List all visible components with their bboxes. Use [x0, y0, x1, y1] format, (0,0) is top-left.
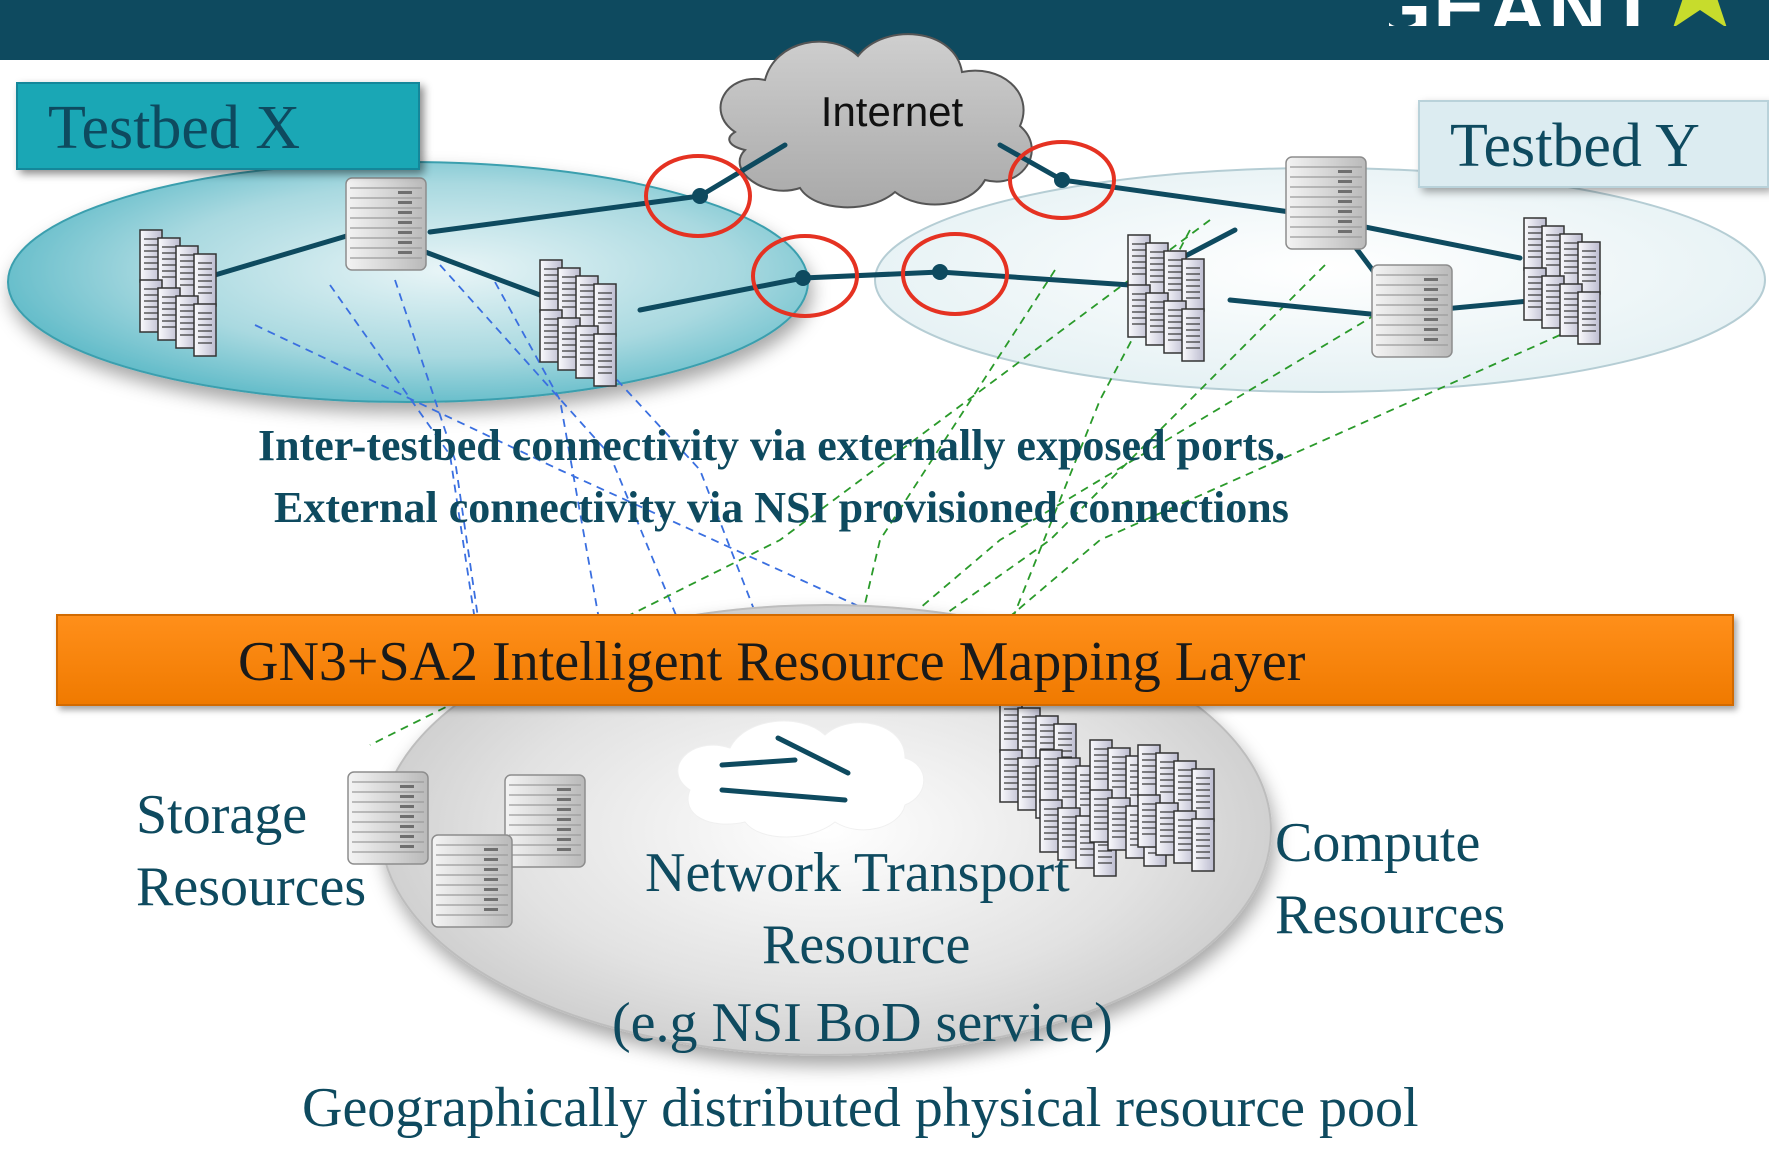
- compute-label-line-1: Compute: [1275, 812, 1481, 874]
- mapping-layer-label: GN3+SA2 Intelligent Resource Mapping Lay…: [238, 631, 1306, 693]
- junction-dots: [692, 172, 1070, 286]
- storage-unit-icon: [431, 834, 513, 928]
- brand-logo: GÉANT: [1389, 0, 1769, 26]
- storage-label-line-1: Storage: [136, 784, 308, 846]
- network-label-line-1: Network Transport: [645, 842, 1070, 904]
- mapping-layer-bar: GN3+SA2 Intelligent Resource Mapping Lay…: [56, 614, 1734, 706]
- storage-unit-icon: [345, 177, 427, 271]
- internet-label: Internet: [821, 88, 964, 135]
- testbed-x-text: Testbed X: [48, 94, 301, 162]
- network-label-line-2: Resource: [762, 914, 971, 976]
- storage-unit-icon: [1371, 264, 1453, 358]
- compute-label-line-2: Resources: [1275, 884, 1506, 946]
- caption-line-2: External connectivity via NSI provisione…: [274, 483, 1289, 532]
- storage-label-line-2: Resources: [136, 856, 367, 918]
- pool-caption: Geographically distributed physical reso…: [302, 1077, 1419, 1139]
- exposed-port-rings: [644, 140, 1116, 318]
- star-icon: [1673, 0, 1727, 26]
- network-label-line-3: (e.g NSI BoD service): [612, 992, 1113, 1054]
- storage-unit-icon: [1285, 156, 1367, 250]
- network-cloud-icon: [677, 720, 925, 838]
- storage-unit-icon: [504, 774, 586, 868]
- internet-cloud-icon: [719, 33, 1033, 209]
- caption-line-1: Inter-testbed connectivity via externall…: [258, 421, 1286, 470]
- testbed-y-label: Testbed Y: [1418, 100, 1769, 188]
- testbed-y-text: Testbed Y: [1450, 112, 1700, 180]
- brand-logo-text: GÉANT: [1389, 0, 1659, 26]
- storage-unit-icon: [347, 771, 429, 865]
- testbed-x-label: Testbed X: [16, 82, 420, 170]
